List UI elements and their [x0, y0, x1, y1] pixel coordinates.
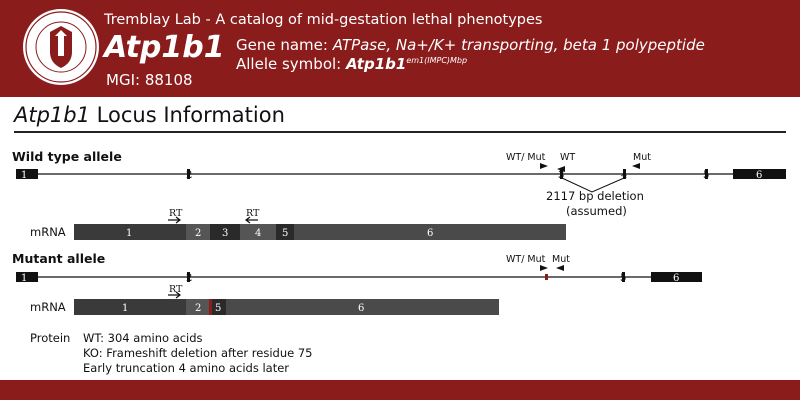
wt-exon-6-label: 6 [756, 170, 762, 181]
wt-rt-right-label: RT [246, 208, 260, 219]
mut-mrna-label: mRNA [30, 300, 66, 314]
wt-exon-1-label: 1 [21, 170, 27, 181]
wt-exon-5 [705, 169, 708, 179]
wt-exon-2-label: 2 [186, 170, 192, 181]
wt-primer-wtmut-arrow-icon [540, 163, 548, 169]
gene-symbol: Atp1b1 [104, 30, 225, 65]
deletion-junction-mark [545, 274, 548, 280]
wt-exon-1 [16, 169, 38, 179]
svg-text:1: 1 [122, 303, 128, 314]
wt-primer-wtmut-label: WT/ Mut [506, 152, 546, 163]
svg-text:5: 5 [282, 228, 288, 239]
gene-name-row: Gene name: ATPase, Na+/K+ transporting, … [236, 36, 705, 54]
wt-primer-mut-label: Mut [633, 152, 651, 163]
mut-mrna-exon-6 [226, 299, 499, 315]
mut-primer-mut-arrow-icon [556, 265, 564, 271]
mut-primer-mut-label: Mut [552, 254, 570, 265]
locus-diagram: 1 2 3 4 5 6 WT/ Mut WT Mut 2117 bp delet… [16, 152, 786, 315]
svg-text:1: 1 [126, 228, 132, 239]
mut-rt-left-arrow-icon [168, 291, 181, 299]
wt-exon-5-label: 5 [703, 170, 709, 181]
protein-info: Protein WT: 304 amino acids KO: Frameshif… [30, 331, 313, 376]
allele-label: Allele symbol: [236, 55, 342, 73]
page-title: Atp1b1 Locus Information [14, 103, 285, 127]
wt-mrna-exon-6 [294, 224, 566, 240]
gene-name: ATPase, Na+/K+ transporting, beta 1 poly… [332, 36, 705, 54]
mutant-label: Mutant allele [12, 251, 106, 266]
protein-wt: WT: 304 amino acids [83, 331, 203, 345]
mut-rt-left-label: RT [169, 284, 183, 295]
wt-mrna-exon-1 [74, 224, 186, 240]
svg-text:3: 3 [222, 228, 228, 239]
mut-mrna-junction-mark [209, 299, 212, 315]
wt-rt-left-label: RT [169, 208, 183, 219]
mut-exon-1 [16, 272, 38, 282]
wt-rt-left-arrow-icon [168, 216, 181, 224]
mgi-id: MGI: 88108 [106, 71, 193, 89]
protein-truncation: Early truncation 4 amino acids later [83, 361, 290, 375]
protein-ko: KO: Frameshift deletion after residue 75 [83, 346, 313, 360]
mut-mrna-exon-1 [74, 299, 186, 315]
wt-mrna-label: mRNA [30, 225, 66, 239]
mut-primer-wtmut-arrow-icon [540, 265, 548, 271]
deletion-assumed-label: (assumed) [566, 204, 627, 218]
university-seal-icon [23, 9, 99, 85]
svg-text:6: 6 [427, 228, 433, 239]
wt-primer-wt-arrow-icon [557, 166, 565, 172]
wt-exon-4 [623, 169, 626, 179]
mut-mrna-exon-2 [186, 299, 210, 315]
wt-exon-3 [560, 169, 563, 179]
protein-label: Protein [30, 331, 71, 345]
mut-exon-5 [622, 272, 625, 282]
header-banner: Tremblay Lab - A catalog of mid-gestatio… [0, 0, 800, 97]
wt-exon-4-label: 4 [621, 170, 627, 181]
wt-mrna-exon-2 [186, 224, 210, 240]
wt-rt-right-arrow-icon [245, 216, 258, 224]
wt-exon-6 [733, 169, 786, 179]
deletion-size-label: 2117 bp deletion [546, 189, 644, 203]
wt-exon-3-label: 3 [558, 170, 564, 181]
svg-text:2: 2 [195, 228, 201, 239]
svg-text:6: 6 [358, 303, 364, 314]
wt-mrna-exon-3 [210, 224, 240, 240]
mut-exon-6 [651, 272, 702, 282]
footer-bar [0, 380, 800, 400]
deletion-bracket [561, 177, 625, 193]
allele-symbol: Atp1b1em1(IMPC)Mbp [346, 55, 468, 73]
mut-primer-wtmut-label: WT/ Mut [506, 254, 546, 265]
wt-exon-2 [187, 169, 190, 179]
wt-primer-mut-arrow-icon [632, 163, 640, 169]
lab-title: Tremblay Lab - A catalog of mid-gestatio… [104, 12, 543, 28]
wt-mrna-exon-4 [240, 224, 276, 240]
mut-mrna-exon-5 [212, 299, 226, 315]
svg-text:2: 2 [195, 303, 201, 314]
svg-text:5: 5 [620, 273, 626, 284]
wt-mrna-exon-5 [276, 224, 294, 240]
wt-primer-wt-label: WT [560, 152, 575, 163]
wild-type-label: Wild type allele [12, 149, 122, 164]
gene-name-label: Gene name: [236, 36, 328, 54]
svg-text:4: 4 [255, 228, 261, 239]
svg-text:1: 1 [21, 273, 27, 284]
svg-text:5: 5 [215, 303, 221, 314]
allele-symbol-row: Allele symbol: Atp1b1em1(IMPC)Mbp [236, 55, 467, 73]
svg-text:6: 6 [673, 273, 679, 284]
mut-exon-2 [187, 272, 190, 282]
title-divider [14, 131, 786, 133]
svg-text:2: 2 [186, 273, 192, 284]
